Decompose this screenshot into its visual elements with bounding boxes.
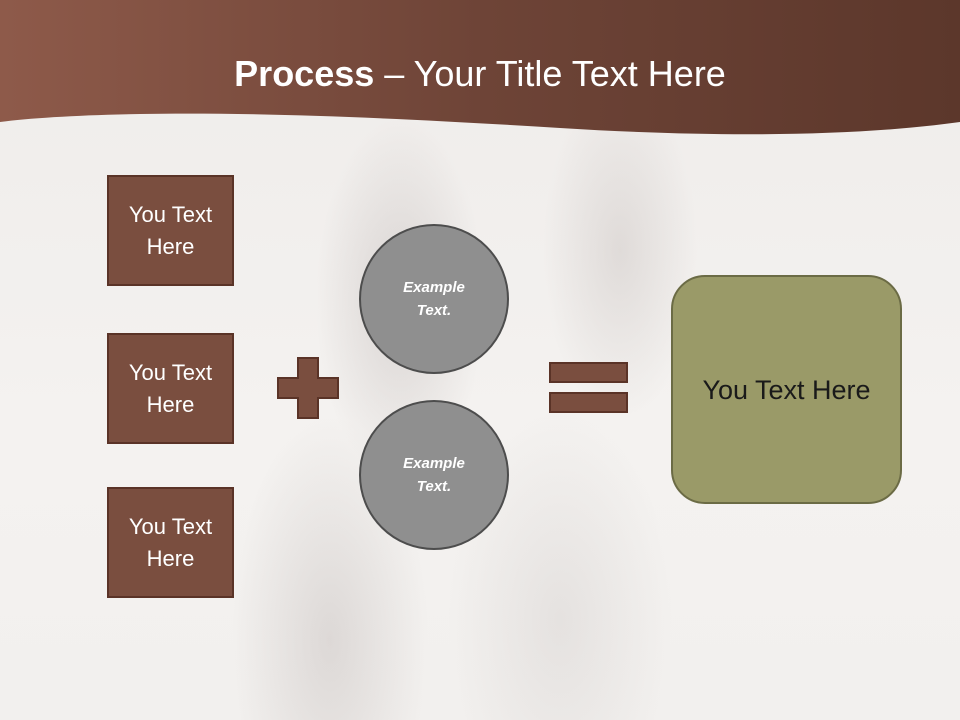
equals-icon [549,362,629,414]
result-box: You Text Here [671,275,902,504]
page-title: Process – Your Title Text Here [0,52,960,96]
text-box-label: You Text Here [128,201,213,259]
text-box-3: You Text Here [107,487,234,598]
text-box-label: You Text Here [128,359,213,417]
header-band [0,0,960,140]
text-box-1: You Text Here [107,175,234,286]
title-rest: – Your Title Text Here [374,53,726,94]
title-bold: Process [234,53,375,94]
example-circle-2: Example Text. [359,400,509,550]
circle-label: Example Text. [403,279,465,319]
text-box-label: You Text Here [128,513,213,571]
circle-label: Example Text. [403,455,465,495]
example-circle-1: Example Text. [359,224,509,374]
text-box-2: You Text Here [107,333,234,444]
result-label: You Text Here [702,374,871,405]
header-wave-shape [0,0,960,135]
plus-icon [276,356,340,420]
